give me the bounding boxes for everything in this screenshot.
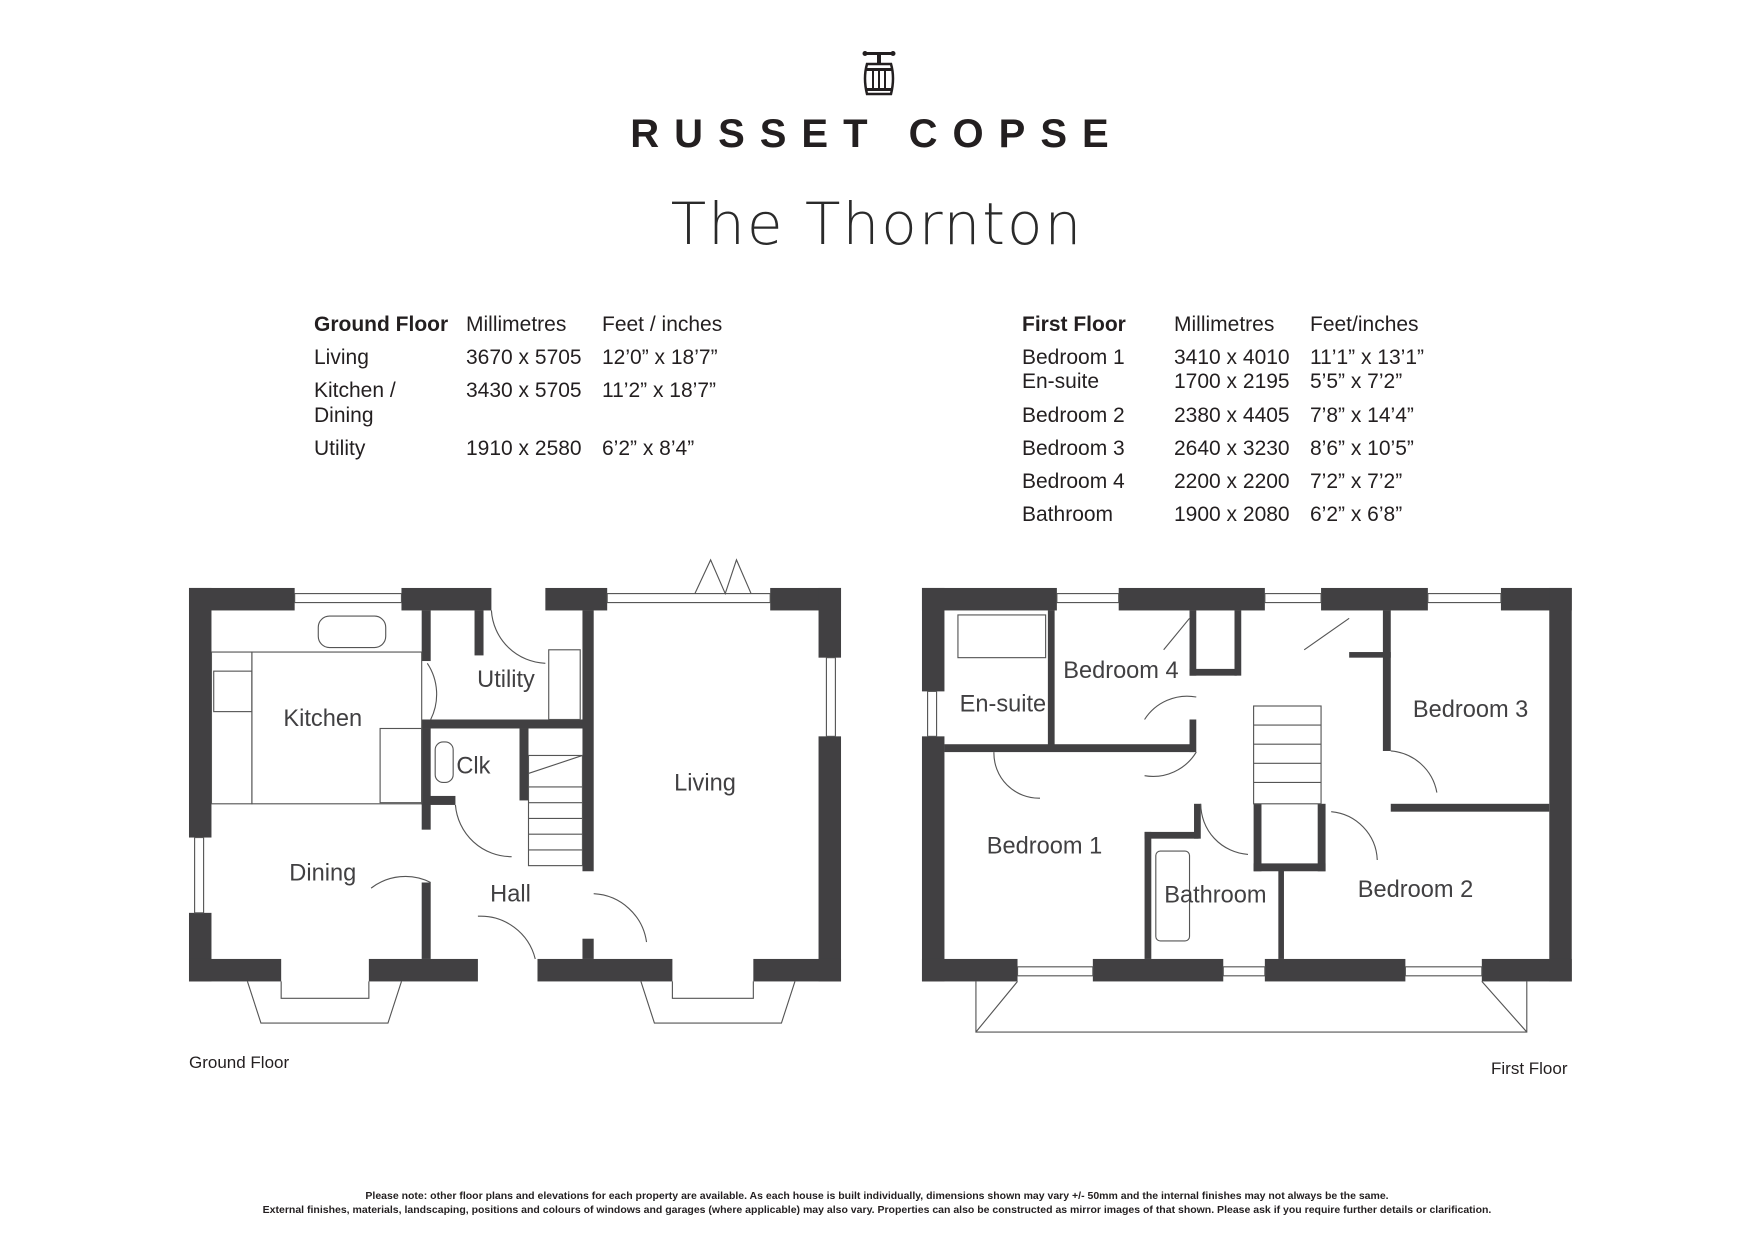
room-name: Bedroom 1 xyxy=(1022,346,1125,369)
ground-floor-caption: Ground Floor xyxy=(189,1053,290,1072)
room-ft: 7’2” x 7’2” xyxy=(1310,470,1403,493)
room-name: Living xyxy=(314,346,369,369)
table-header: Millimetres xyxy=(1174,313,1275,336)
room-mm: 1900 x 2080 xyxy=(1174,503,1290,526)
room-mm: 1910 x 2580 xyxy=(466,437,582,460)
table-header: First Floor xyxy=(1022,313,1126,336)
room-label-en-suite: En-suite xyxy=(960,692,1047,718)
room-mm: 2640 x 3230 xyxy=(1174,437,1290,460)
room-name: Kitchen / xyxy=(314,379,396,402)
room-ft: 6’2” x 6’8” xyxy=(1310,503,1403,526)
table-header: Ground Floor xyxy=(314,313,449,336)
room-name: Bathroom xyxy=(1022,503,1114,526)
disclaimer-line-2: External finishes, materials, landscapin… xyxy=(262,1204,1492,1216)
brand-title: RUSSET COPSE xyxy=(630,112,1124,156)
room-label-bedroom-3: Bedroom 3 xyxy=(1413,697,1528,723)
ground-floor-plan: Kitchen Utility Clk Living Dining Hall xyxy=(188,558,842,1024)
room-label-utility: Utility xyxy=(477,667,535,693)
house-name: The Thornton xyxy=(670,190,1084,258)
room-label-clk: Clk xyxy=(456,753,490,779)
table-header: Millimetres xyxy=(466,313,567,336)
room-mm: 3430 x 5705 xyxy=(466,379,582,402)
table-header: Feet/inches xyxy=(1310,313,1419,336)
room-name: Bedroom 4 xyxy=(1022,470,1125,493)
room-label-bedroom-1: Bedroom 1 xyxy=(987,833,1102,859)
room-mm: 3670 x 5705 xyxy=(466,346,582,369)
room-name: Bedroom 2 xyxy=(1022,404,1125,427)
room-label-bathroom: Bathroom xyxy=(1164,883,1266,909)
disclaimer-line-1: Please note: other floor plans and eleva… xyxy=(365,1190,1389,1202)
room-mm: 2380 x 4405 xyxy=(1174,404,1290,427)
room-ft: 7’8” x 14’4” xyxy=(1310,404,1414,427)
room-name: Utility xyxy=(314,437,366,460)
room-name: Dining xyxy=(314,404,374,427)
first-floor-plan: Bedroom 4 En-suite Bedroom 3 Bedroom 1 B… xyxy=(921,587,1572,1033)
room-ft: 6’2” x 8’4” xyxy=(602,437,695,460)
room-label-living: Living xyxy=(674,770,736,796)
room-mm: 3410 x 4010 xyxy=(1174,346,1290,369)
room-label-dining: Dining xyxy=(289,860,356,886)
room-ft: 11’2” x 18’7” xyxy=(602,379,717,402)
room-label-bedroom-2: Bedroom 2 xyxy=(1358,877,1473,903)
room-ft: 11’1” x 13’1” xyxy=(1310,346,1425,369)
room-ft: 8’6” x 10’5” xyxy=(1310,437,1414,460)
disclaimer: Please note: other floor plans and eleva… xyxy=(0,1189,1754,1217)
room-mm: 1700 x 2195 xyxy=(1174,370,1290,393)
first-floor-caption: First Floor xyxy=(1491,1059,1568,1078)
room-name: En-suite xyxy=(1022,370,1100,393)
table-header: Feet / inches xyxy=(602,313,723,336)
room-label-hall: Hall xyxy=(490,882,531,908)
room-ft: 12’0” x 18’7” xyxy=(602,346,718,369)
room-name: Bedroom 3 xyxy=(1022,437,1125,460)
room-label-kitchen: Kitchen xyxy=(283,706,362,732)
room-ft: 5’5” x 7’2” xyxy=(1310,370,1403,393)
room-mm: 2200 x 2200 xyxy=(1174,470,1290,493)
room-label-bedroom-4: Bedroom 4 xyxy=(1063,658,1178,684)
barrel-press-icon xyxy=(862,51,896,96)
